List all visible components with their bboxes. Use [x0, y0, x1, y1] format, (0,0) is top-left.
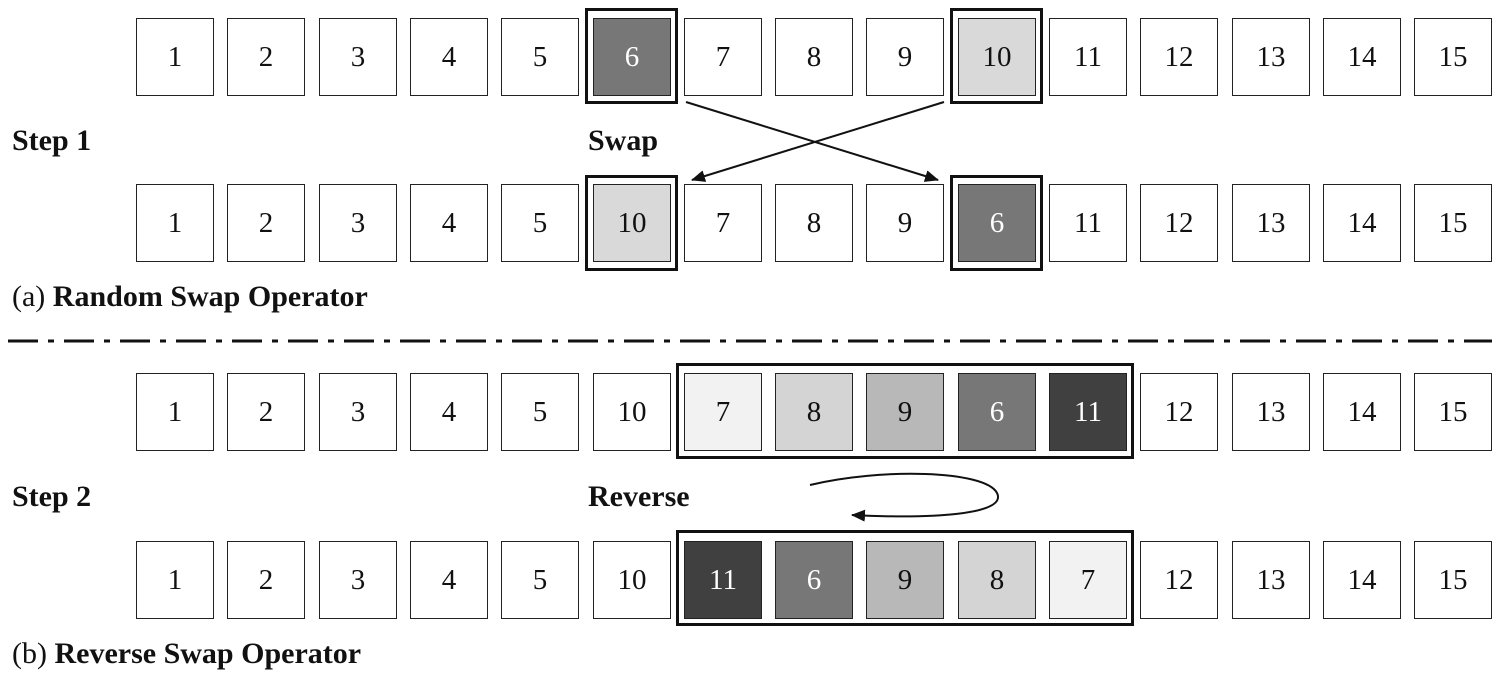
step1-after-cell-4: 4	[410, 184, 488, 262]
step2-before-cell-3: 3	[319, 373, 397, 451]
step2-after-cell-7: 11	[684, 541, 762, 619]
caption-b: (b) Reverse Swap Operator	[12, 637, 361, 671]
step2-after-cell-11: 7	[1049, 541, 1127, 619]
step2-before-cell-12: 12	[1140, 373, 1218, 451]
step1-after-cell-5: 5	[501, 184, 579, 262]
step1-after-cell-2: 2	[227, 184, 305, 262]
step2-after-cell-2: 2	[227, 541, 305, 619]
swap-label: Swap	[588, 124, 659, 157]
step1-before-cell-15: 15	[1414, 18, 1492, 96]
step2-after-cell-6: 10	[593, 541, 671, 619]
step1-before-cell-14: 14	[1323, 18, 1401, 96]
caption-b-title: Reverse Swap Operator	[54, 637, 362, 670]
step2-before-cell-11: 11	[1049, 373, 1127, 451]
step2-before-cell-14: 14	[1323, 373, 1401, 451]
step1-before-cell-13: 13	[1232, 18, 1310, 96]
step2-before-cell-2: 2	[227, 373, 305, 451]
step1-before-cell-7: 7	[684, 18, 762, 96]
step2-before-cell-1: 1	[136, 373, 214, 451]
step1-after-cell-7: 7	[684, 184, 762, 262]
step1-before-cell-2: 2	[227, 18, 305, 96]
step2-after-cell-12: 12	[1140, 541, 1218, 619]
step2-after-cell-8: 6	[775, 541, 853, 619]
step1-before-cell-4: 4	[410, 18, 488, 96]
step1-after-cell-13: 13	[1232, 184, 1310, 262]
step2-before-cell-8: 8	[775, 373, 853, 451]
step1-before-cell-8: 8	[775, 18, 853, 96]
swap-arrow-10-to-left	[691, 101, 945, 182]
step1-before-cell-9: 9	[866, 18, 944, 96]
step1-before-cell-5: 5	[501, 18, 579, 96]
step1-before-cell-11: 11	[1049, 18, 1127, 96]
step1-after-cell-9: 9	[866, 184, 944, 262]
step2-after-cell-1: 1	[136, 541, 214, 619]
step2-after-cell-13: 13	[1232, 541, 1310, 619]
reverse-label: Reverse	[588, 480, 690, 513]
step1-before-cell-10: 10	[958, 18, 1036, 96]
step2-before-cell-15: 15	[1414, 373, 1492, 451]
step1-after-cell-11: 11	[1049, 184, 1127, 262]
caption-a-title: Random Swap Operator	[52, 280, 368, 313]
step1-after-cell-1: 1	[136, 184, 214, 262]
step1-after-cell-14: 14	[1323, 184, 1401, 262]
step2-before-cell-10: 6	[958, 373, 1036, 451]
caption-a: (a) Random Swap Operator	[12, 280, 368, 314]
step1-after-cell-6: 10	[593, 184, 671, 262]
reverse-arrow	[809, 472, 1000, 522]
step2-after-cell-14: 14	[1323, 541, 1401, 619]
step1-after-cell-10: 6	[958, 184, 1036, 262]
step2-before-cell-7: 7	[684, 373, 762, 451]
step1-before-cell-12: 12	[1140, 18, 1218, 96]
step1-before-cell-3: 3	[319, 18, 397, 96]
step2-after-cell-9: 9	[866, 541, 944, 619]
step1-before-cell-1: 1	[136, 18, 214, 96]
step2-after-cell-4: 4	[410, 541, 488, 619]
step2-label: Step 2	[12, 480, 92, 513]
step1-after-cell-3: 3	[319, 184, 397, 262]
step1-after-cell-15: 15	[1414, 184, 1492, 262]
step2-after-cell-3: 3	[319, 541, 397, 619]
step1-label: Step 1	[12, 124, 92, 157]
step2-before-cell-5: 5	[501, 373, 579, 451]
step2-before-cell-6: 10	[593, 373, 671, 451]
step1-before-cell-6: 6	[593, 18, 671, 96]
step2-before-cell-4: 4	[410, 373, 488, 451]
step2-before-cell-9: 9	[866, 373, 944, 451]
step2-after-cell-15: 15	[1414, 541, 1492, 619]
step1-after-cell-8: 8	[775, 184, 853, 262]
step1-after-cell-12: 12	[1140, 184, 1218, 262]
step2-before-cell-13: 13	[1232, 373, 1310, 451]
step2-after-cell-5: 5	[501, 541, 579, 619]
swap-arrow-6-to-right	[685, 101, 939, 182]
caption-b-prefix: (b)	[12, 637, 47, 670]
step2-after-cell-10: 8	[958, 541, 1036, 619]
caption-a-prefix: (a)	[12, 280, 46, 313]
